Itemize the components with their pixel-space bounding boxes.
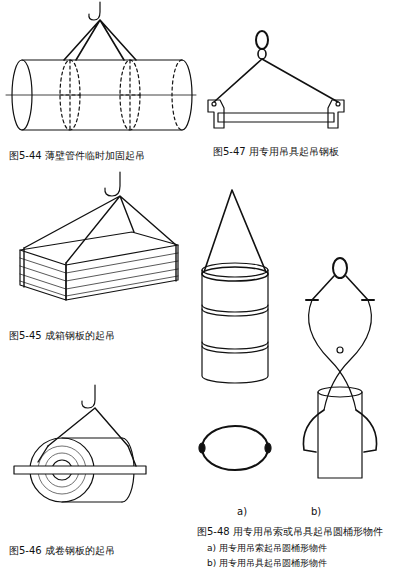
barrel-sling-figure	[199, 190, 271, 470]
figure-caption: 图5-47 用专用吊具起吊钢板	[212, 146, 340, 158]
figure-caption: 图5-45 成箱钢板的起吊	[8, 330, 116, 342]
pipe-lift-figure	[6, 2, 196, 130]
plate-coil-figure	[14, 385, 146, 502]
sub-figure-label: a)	[236, 506, 248, 518]
sub-figure-label: b)	[310, 506, 322, 518]
figure-caption: 图5-44 薄壁管件临时加固起吊	[8, 150, 146, 162]
plate-clamp-figure	[208, 31, 344, 128]
plate-bundle-figure	[20, 172, 178, 300]
barrel-tongs-figure	[303, 258, 376, 478]
figure-caption: 图5-46 成卷钢板的起吊	[8, 545, 116, 557]
sub-caption: a) 用专用吊索起吊圆桶形物件	[206, 543, 328, 553]
figure-caption: 图5-48 用专用吊索或吊具起吊圆桶形物件	[196, 526, 384, 538]
sub-caption: b) 用专用吊具起吊圆桶形物件	[206, 558, 328, 568]
